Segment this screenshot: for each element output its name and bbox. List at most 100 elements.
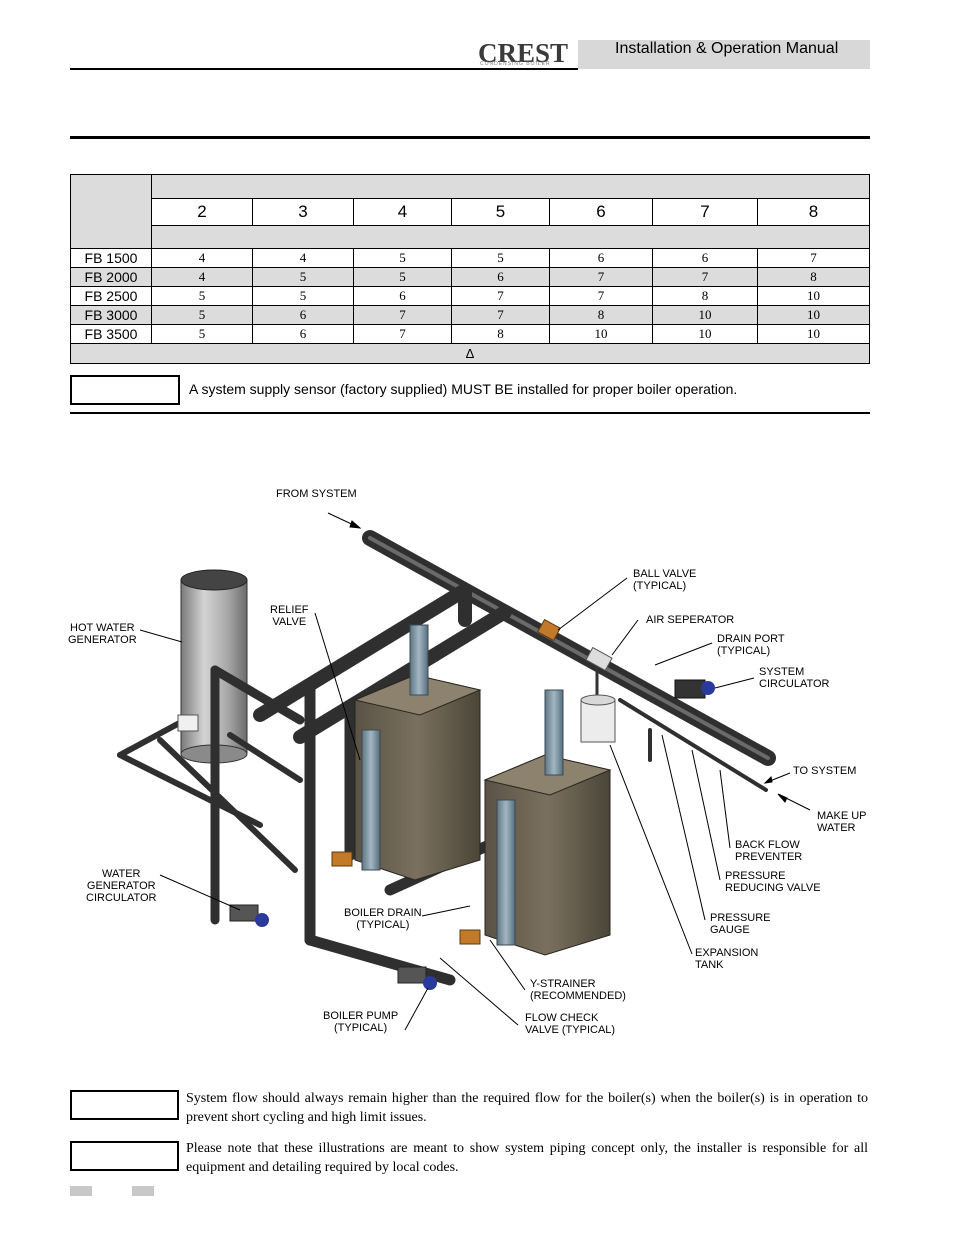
system-flow-note: System flow should always remain higher … bbox=[186, 1091, 868, 1125]
model-cell: FB 3500 bbox=[70, 324, 152, 344]
flow-rate-table: 2 3 4 5 6 7 8 FB 1500 4 4 5 5 6 6 7 FB 2… bbox=[70, 174, 870, 364]
column-header: 5 bbox=[451, 198, 550, 226]
value-cell: 5 bbox=[252, 286, 354, 306]
value-cell: 5 bbox=[353, 267, 452, 287]
label-relief-valve: RELIEF VALVE bbox=[270, 604, 309, 628]
value-cell: 10 bbox=[757, 305, 870, 325]
value-cell: 8 bbox=[652, 286, 758, 306]
boiler-pump bbox=[397, 966, 437, 990]
column-header: 8 bbox=[757, 198, 870, 226]
value-cell: 7 bbox=[353, 305, 452, 325]
value-cell: 5 bbox=[151, 286, 253, 306]
label-y-strainer: Y-STRAINER (RECOMMENDED) bbox=[530, 978, 626, 1002]
value-cell: 5 bbox=[252, 267, 354, 287]
model-cell: FB 2500 bbox=[70, 286, 152, 306]
value-cell: 10 bbox=[757, 286, 870, 306]
value-cell: 10 bbox=[652, 305, 758, 325]
value-cell: 5 bbox=[151, 324, 253, 344]
flow-check-valve bbox=[459, 929, 481, 945]
value-cell: 7 bbox=[451, 305, 550, 325]
model-cell: FB 2000 bbox=[70, 267, 152, 287]
column-header: 4 bbox=[353, 198, 452, 226]
label-boiler-drain: BOILER DRAIN (TYPICAL) bbox=[344, 907, 422, 931]
value-cell: 6 bbox=[252, 305, 354, 325]
manual-title-box: Installation & Operation Manual bbox=[578, 40, 870, 69]
system-circulator bbox=[674, 679, 715, 699]
label-flow-check-valve: FLOW CHECK VALVE (TYPICAL) bbox=[525, 1012, 616, 1036]
value-cell: 7 bbox=[353, 324, 452, 344]
table-row: FB 3000 5 6 7 7 8 10 10 bbox=[70, 305, 870, 325]
table-footer: Δ bbox=[70, 343, 870, 364]
value-cell: 7 bbox=[549, 267, 653, 287]
column-header: 2 bbox=[151, 198, 253, 226]
label-boiler-pump: BOILER PUMP (TYPICAL) bbox=[323, 1010, 399, 1034]
logo-tagline: CONDENSING BOILER bbox=[480, 61, 551, 67]
label-pressure-gauge: PRESSURE GAUGE bbox=[710, 912, 771, 936]
expansion-tank bbox=[580, 660, 616, 743]
model-cell: FB 3000 bbox=[70, 305, 152, 325]
label-water-generator-circulator: WATER GENERATOR CIRCULATOR bbox=[86, 868, 157, 904]
table-subheader bbox=[151, 225, 870, 249]
header-rule bbox=[70, 68, 578, 70]
leader-lines bbox=[139, 512, 811, 1031]
notice-label-box bbox=[70, 1141, 179, 1171]
label-back-flow-preventer: BACK FLOW PREVENTER bbox=[735, 839, 803, 863]
table-row: FB 2000 4 5 5 6 7 7 8 bbox=[70, 267, 870, 287]
value-cell: 8 bbox=[451, 324, 550, 344]
notice-label-box bbox=[70, 375, 180, 405]
value-cell: 10 bbox=[549, 324, 653, 344]
page-marker-left bbox=[70, 1186, 92, 1196]
label-ball-valve: BALL VALVE (TYPICAL) bbox=[633, 568, 697, 592]
label-make-up-water: MAKE UP WATER bbox=[817, 810, 867, 834]
label-from-system: FROM SYSTEM bbox=[276, 488, 357, 500]
table-row: FB 3500 5 6 7 8 10 10 10 bbox=[70, 324, 870, 344]
value-cell: 4 bbox=[151, 248, 253, 268]
column-header: 3 bbox=[252, 198, 354, 226]
value-cell: 6 bbox=[353, 286, 452, 306]
label-to-system: TO SYSTEM bbox=[793, 765, 857, 777]
value-cell: 7 bbox=[757, 248, 870, 268]
hwg-inlet-fitting bbox=[177, 714, 199, 732]
column-header: 6 bbox=[549, 198, 653, 226]
air-separator bbox=[585, 646, 613, 672]
logo-wordmark: CREST bbox=[478, 38, 569, 68]
notice-label-box bbox=[70, 1090, 179, 1120]
value-cell: 7 bbox=[451, 286, 550, 306]
value-cell: 5 bbox=[353, 248, 452, 268]
value-cell: 6 bbox=[549, 248, 653, 268]
page-marker-right bbox=[132, 1186, 154, 1196]
value-cell: 6 bbox=[451, 267, 550, 287]
y-strainer bbox=[331, 851, 353, 867]
value-cell: 10 bbox=[652, 324, 758, 344]
section-rule bbox=[70, 412, 870, 414]
value-cell: 5 bbox=[151, 305, 253, 325]
sensor-notice: A system supply sensor (factory supplied… bbox=[189, 381, 738, 397]
boiler-1 bbox=[353, 624, 482, 881]
crest-logo: CREST CONDENSING BOILER bbox=[478, 38, 574, 68]
label-expansion-tank: EXPANSION TANK bbox=[695, 947, 759, 971]
table-row: FB 2500 5 5 6 7 7 8 10 bbox=[70, 286, 870, 306]
boiler-2 bbox=[483, 689, 612, 956]
section-rule bbox=[70, 136, 870, 139]
label-air-separator: AIR SEPERATOR bbox=[646, 614, 735, 626]
piping-diagram bbox=[117, 512, 811, 1031]
label-system-circulator: SYSTEM CIRCULATOR bbox=[759, 666, 830, 690]
ball-valve bbox=[537, 618, 561, 642]
label-pressure-reducing-valve: PRESSURE REDUCING VALVE bbox=[725, 870, 821, 894]
value-cell: 8 bbox=[549, 305, 653, 325]
table-group-header bbox=[151, 174, 870, 199]
table-row: FB 1500 4 4 5 5 6 6 7 bbox=[70, 248, 870, 268]
value-cell: 8 bbox=[757, 267, 870, 287]
label-hot-water-generator: HOT WATER GENERATOR bbox=[68, 622, 137, 646]
manual-title: Installation & Operation Manual bbox=[615, 40, 839, 57]
column-header: 7 bbox=[652, 198, 758, 226]
value-cell: 5 bbox=[451, 248, 550, 268]
value-cell: 7 bbox=[652, 267, 758, 287]
value-cell: 4 bbox=[252, 248, 354, 268]
value-cell: 10 bbox=[757, 324, 870, 344]
value-cell: 6 bbox=[652, 248, 758, 268]
value-cell: 6 bbox=[252, 324, 354, 344]
value-cell: 7 bbox=[549, 286, 653, 306]
table-corner-cell bbox=[70, 174, 152, 249]
model-cell: FB 1500 bbox=[70, 248, 152, 268]
